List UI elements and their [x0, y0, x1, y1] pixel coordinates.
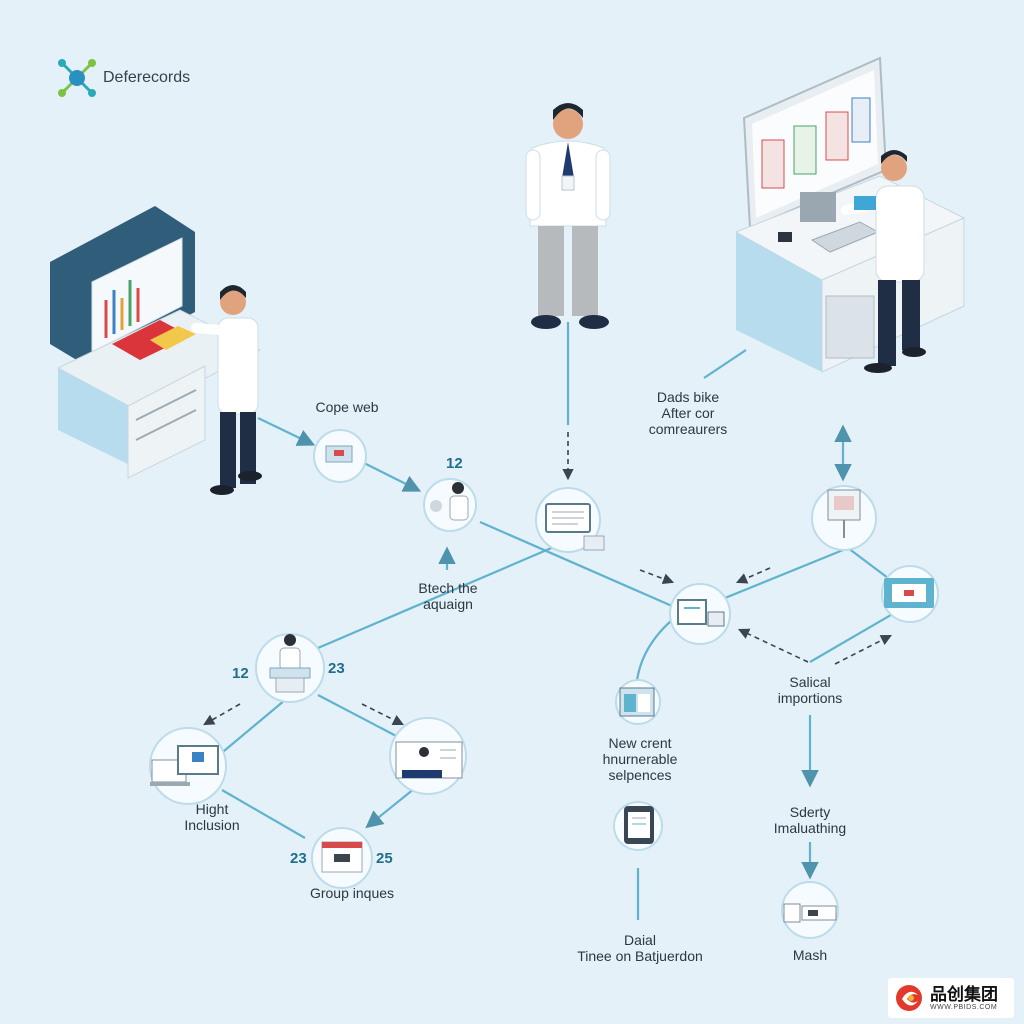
right-monitor-cards	[761, 97, 871, 189]
node-tablet	[613, 801, 663, 851]
brand-logo: Deferecords	[55, 56, 190, 100]
watermark: 品创集团 WWW.PBIDS.COM	[888, 978, 1014, 1018]
left-workstation	[50, 206, 262, 495]
node-group	[311, 827, 373, 889]
dashed-arrow-salical-right	[834, 634, 892, 665]
label-new-crent: New crent hnurnerable selpences	[602, 735, 678, 783]
connector-left-node-to-doc	[317, 694, 401, 739]
label-group: Group inques	[309, 885, 395, 901]
node-center	[669, 583, 731, 645]
center-doctor	[525, 103, 611, 329]
node-worker	[423, 478, 477, 532]
left-desk-front	[58, 368, 140, 470]
connector-left-station-to-cope	[257, 417, 316, 446]
dashed-arrows	[203, 432, 892, 726]
node-mash	[781, 881, 839, 939]
connector-cope-to-worker	[361, 461, 422, 492]
connector-worker-to-monitor-node	[479, 520, 673, 608]
label-hight: Hight Inclusion	[184, 801, 240, 833]
dashed-arrow-laptop	[203, 703, 241, 726]
right-worker	[841, 150, 926, 373]
dashed-arrow-salical-left	[737, 628, 809, 663]
watermark-url: WWW.PBIDS.COM	[930, 1003, 998, 1011]
label-daial: Daial Tinee on Batjuerdon	[577, 932, 703, 964]
connector-printer-to-monitor	[847, 547, 889, 579]
dashed-arrow-to-center-left	[639, 569, 675, 585]
watermark-text: 品创集团	[930, 984, 998, 1004]
right-device	[800, 192, 836, 222]
connector-dads-pointer	[703, 349, 747, 379]
node-monitor	[535, 487, 605, 553]
node-tablet-small	[615, 679, 661, 725]
brand-swirl-icon	[896, 985, 922, 1011]
nodes	[149, 429, 939, 939]
left-worker	[191, 285, 262, 495]
connector-left-node-to-monitor	[317, 544, 557, 650]
label-salical: Salical importions	[777, 674, 843, 706]
right-workstation	[734, 56, 966, 373]
number-23-bottom: 23	[290, 850, 307, 867]
dashed-arrow-to-center-right	[735, 567, 771, 584]
node-printer	[811, 485, 877, 551]
dashed-arrow-doc	[361, 703, 405, 726]
left-screen-chart	[104, 280, 140, 338]
label-btech: Btech the aquaign	[418, 580, 478, 612]
left-desk-cabinet	[127, 365, 206, 479]
node-laptop	[149, 727, 227, 805]
connector-laptop-to-group	[221, 789, 306, 839]
connector-center-to-printer	[719, 546, 849, 602]
molecule-icon	[58, 59, 96, 97]
label-dads-bike: Dads bike After cor comreaurers	[648, 389, 728, 437]
right-desk-front	[736, 232, 822, 372]
connectors	[217, 322, 897, 920]
connector-monitor-to-center	[809, 611, 897, 663]
brand-name: Deferecords	[103, 69, 191, 86]
node-left-researcher	[255, 633, 325, 703]
number-23-mid: 23	[328, 660, 345, 677]
number-12-left: 12	[232, 665, 249, 682]
label-mash: Mash	[792, 947, 828, 963]
node-cope-web	[313, 429, 367, 483]
number-12-top: 12	[446, 455, 463, 472]
connector-left-node-to-laptop	[217, 699, 286, 757]
label-cope-web: Cope web	[315, 399, 379, 415]
number-25-bottom: 25	[376, 850, 393, 867]
node-doc	[389, 717, 467, 795]
node-monitor-right	[881, 565, 939, 623]
label-sderty: Sderty Imaluathing	[773, 804, 847, 836]
